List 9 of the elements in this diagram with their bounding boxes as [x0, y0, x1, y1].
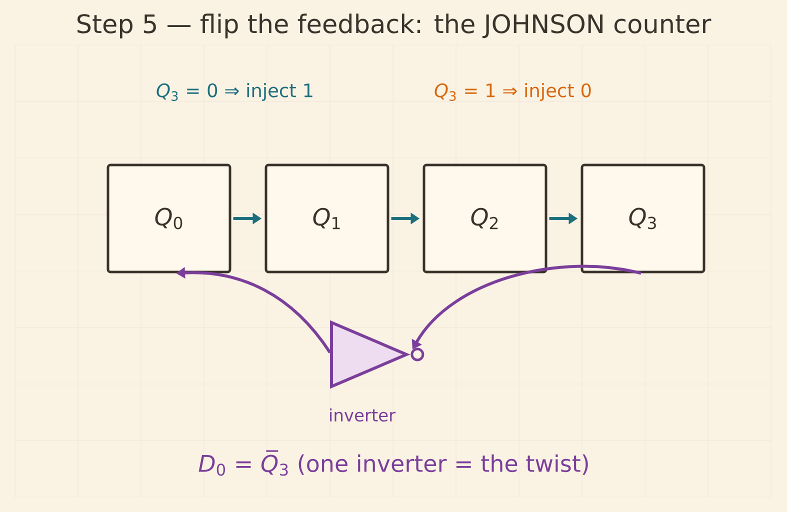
register-box: Q$_{3}$	[580, 164, 706, 274]
formula-caption: D$_{0}$ = Q̅$_{3}$ (one inverter = the twist)	[198, 450, 588, 476]
register-box: Q$_{1}$	[264, 164, 390, 274]
title: Step 5 — flip the feedback: the JOHNSON counter	[78, 14, 712, 38]
note-text: Q$_{3}$ = 0 ⇒ inject 1	[156, 83, 312, 101]
symbol-label: inverter	[330, 408, 396, 422]
register-box: Q$_{2}$	[422, 164, 548, 274]
register-box: Q$_{0}$	[106, 164, 232, 274]
note-text: Q$_{3}$ = 1 ⇒ inject 0	[434, 83, 591, 101]
